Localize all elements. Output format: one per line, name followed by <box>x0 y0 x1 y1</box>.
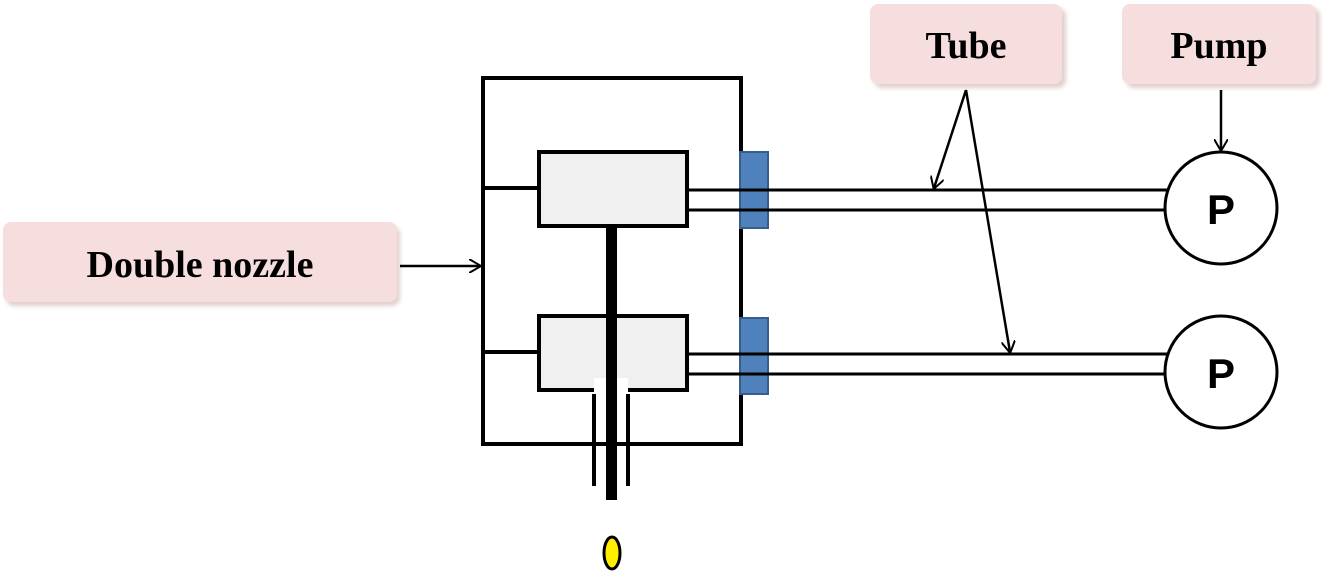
label-background <box>1122 4 1316 84</box>
pump-label: Pump <box>1170 25 1267 67</box>
upper-tube <box>687 188 1168 212</box>
double-nozzle-label-box: Double nozzle <box>3 222 400 306</box>
tube-label: Tube <box>926 25 1007 67</box>
inner-needle <box>606 226 617 500</box>
double-nozzle-label: Double nozzle <box>87 244 314 286</box>
pump-symbol: P <box>1207 186 1235 233</box>
nozzle-body <box>481 76 743 446</box>
label-background <box>870 4 1062 84</box>
lower-tube <box>687 352 1168 376</box>
lower-pump: P <box>1163 314 1279 430</box>
nozzle-frame <box>481 76 743 446</box>
upper-pump: P <box>1163 150 1279 266</box>
tube-arrow-upper <box>934 89 968 188</box>
pump-symbol: P <box>1207 350 1235 397</box>
lower-tube-connector <box>739 317 769 395</box>
pump-label-box: Pump <box>1122 4 1320 88</box>
droplet <box>602 535 622 571</box>
pump-circle <box>1163 314 1279 430</box>
label-background <box>3 222 397 302</box>
tube-arrow-lower <box>964 89 1010 352</box>
upper-chamber <box>537 150 689 228</box>
tube-label-box: Tube <box>870 4 1066 88</box>
